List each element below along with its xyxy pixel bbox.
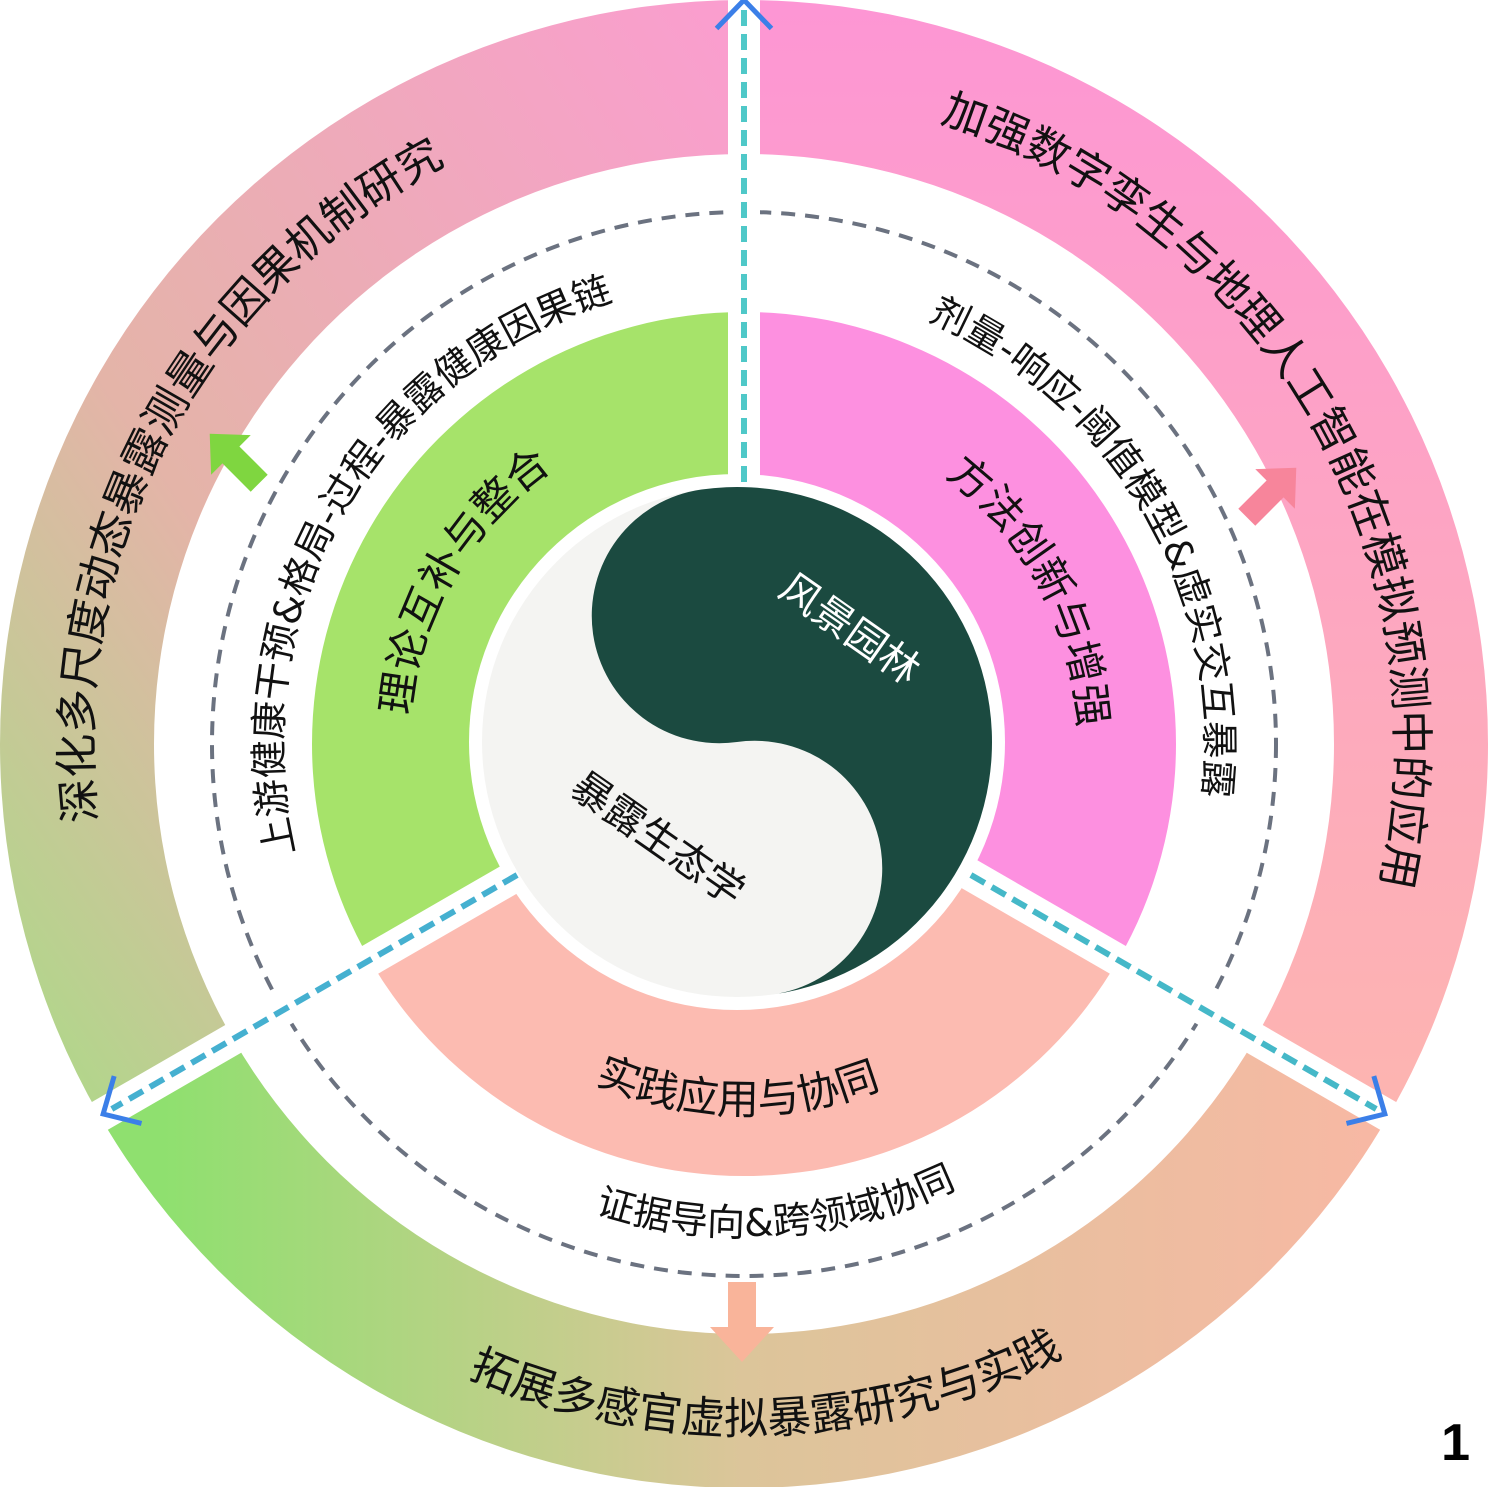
salmon-arrow-icon: [710, 1282, 774, 1362]
pink-arrow-icon: [1238, 467, 1297, 526]
yin-yang-core: 风景园林 暴露生态学: [469, 474, 1005, 1010]
outer-segment-bottom: [99, 1039, 1389, 1487]
inner-segment-left: [311, 312, 744, 960]
arrow-lower-left-icon: [100, 872, 519, 1126]
green-arrow-icon: [209, 433, 268, 492]
inner-segment-bottom: [369, 874, 1119, 1176]
inner-segment-right: [744, 312, 1176, 960]
page-number: 1: [1441, 1414, 1470, 1472]
outer-segment-upper-right: [744, 0, 1488, 1116]
core-dark-half: [591, 487, 992, 995]
arrow-lower-right-icon: [969, 872, 1388, 1126]
arrow-up-icon: [714, 0, 774, 482]
outer-segment-upper-left: [0, 0, 744, 1116]
